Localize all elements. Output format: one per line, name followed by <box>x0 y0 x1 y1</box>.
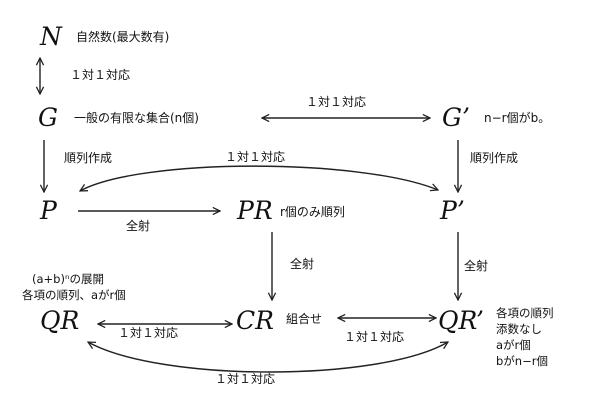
note-qr-line1: (a+b)ⁿの展開 <box>32 272 105 286</box>
label-pr-cr: 全射 <box>290 257 315 271</box>
node-qr: QR <box>40 306 80 335</box>
node-qr-prime: QR’ <box>438 306 484 335</box>
node-p: P <box>40 196 57 225</box>
label-n-g: １対１対応 <box>70 68 131 82</box>
label-pprime-qrprime: 全射 <box>464 259 489 273</box>
label-g-gprime: １対１対応 <box>306 95 367 109</box>
note-pr: r個のみ順列 <box>280 205 345 219</box>
note-qr-line2: 各項の順列、aがr個 <box>22 288 126 302</box>
note-qr-prime-line3: aがr個 <box>496 338 531 352</box>
note-cr: 組合せ <box>286 312 323 326</box>
note-qr-prime-line4: bがn−r個 <box>496 354 548 368</box>
label-qr-qrprime: １対１対応 <box>215 372 276 386</box>
node-n: N <box>40 22 62 51</box>
note-qr-prime-line2: 添数なし <box>496 322 542 336</box>
label-p-pr: 全射 <box>126 219 151 233</box>
label-gprime-pprime: 順列作成 <box>470 151 519 165</box>
arrow-qr-qrprime-curve <box>88 342 448 373</box>
node-p-prime: P’ <box>440 196 465 225</box>
node-g: G <box>38 103 58 132</box>
node-g-prime: G’ <box>442 103 470 132</box>
label-g-p: 順列作成 <box>64 151 113 165</box>
node-pr: PR <box>237 196 273 225</box>
label-qr-cr: １対１対応 <box>118 326 179 340</box>
label-cr-qrprime: １対１対応 <box>344 330 405 344</box>
arrow-p-pprime-curve <box>80 165 438 191</box>
note-qr-prime-line1: 各項の順列 <box>496 306 554 320</box>
note-g-prime: n−r個がb。 <box>484 111 551 125</box>
label-p-pprime: １対１対応 <box>225 150 286 164</box>
note-n: 自然数(最大数有) <box>76 30 170 44</box>
note-g: 一般の有限な集合(n個) <box>74 111 199 125</box>
node-cr: CR <box>236 306 274 335</box>
